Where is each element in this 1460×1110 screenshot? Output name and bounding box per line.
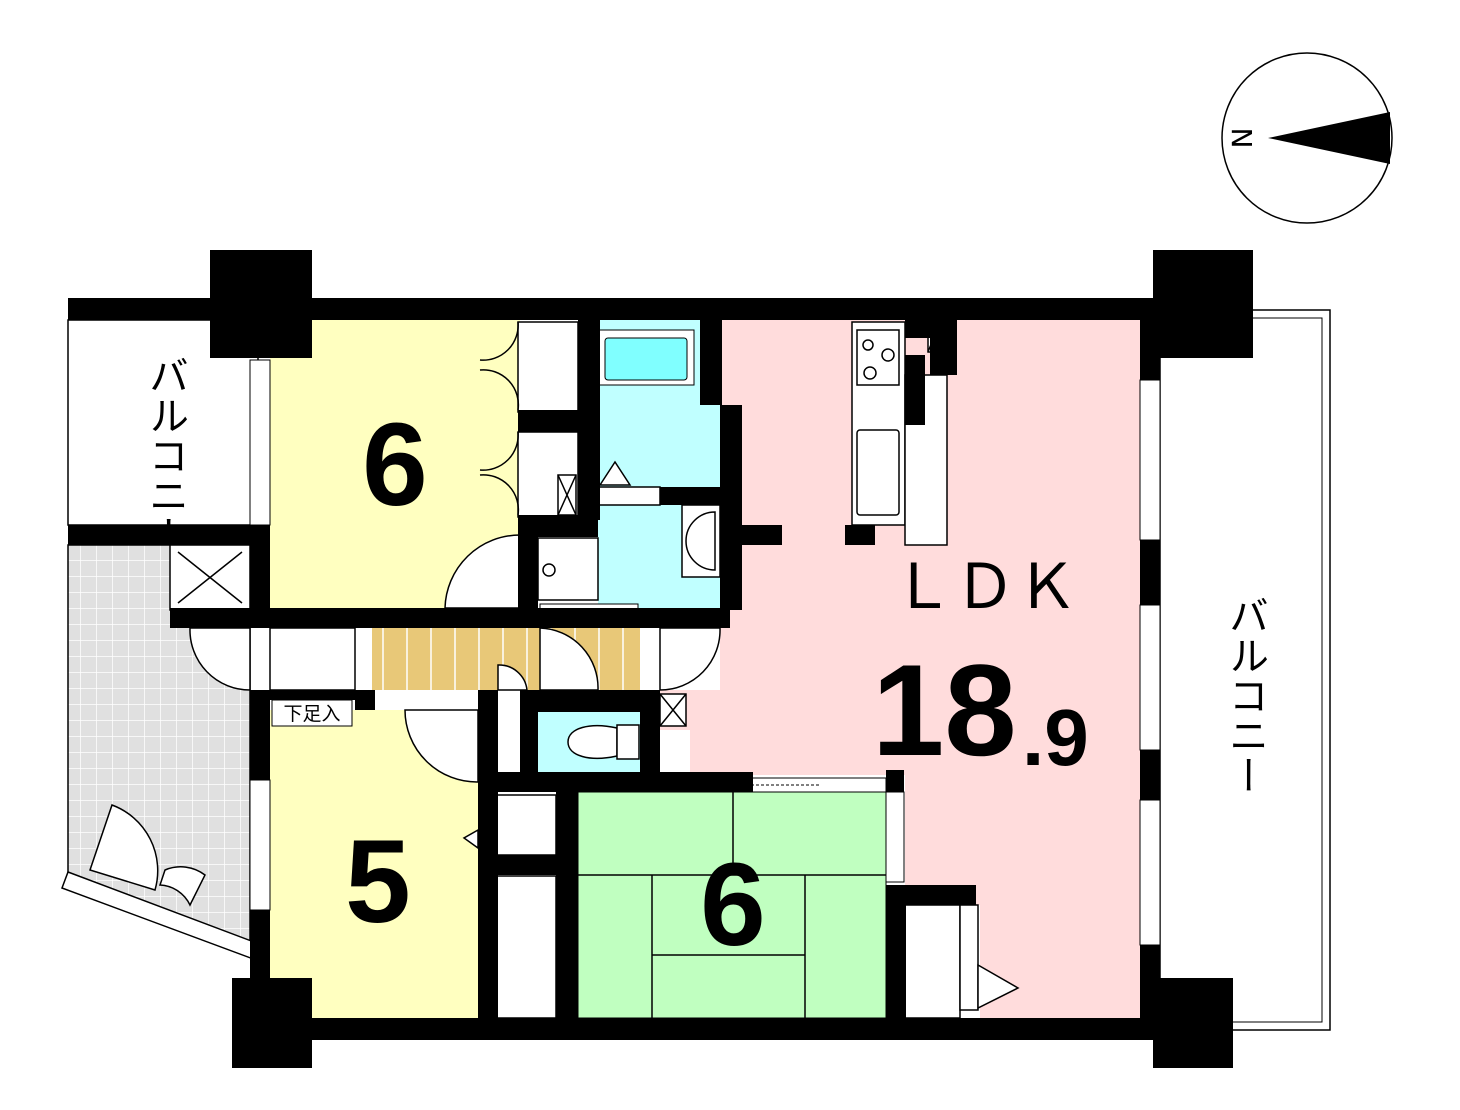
door[interactable] [497,664,528,691]
ldk-room [660,320,1140,1018]
ldk-size-decimal: .9 [1022,693,1089,782]
japanese-room [577,791,887,1019]
closet[interactable] [495,794,557,856]
sink-icon [856,429,900,516]
ldk-label: ＬＤＫ [892,550,1078,623]
washer-pan [537,537,599,601]
gate-door[interactable] [89,804,159,891]
shoe-storage-label: 下足入 [283,703,340,725]
door[interactable] [659,627,721,691]
bathtub [604,337,688,381]
front-door[interactable] [189,627,251,691]
entrance [269,627,356,691]
japanese-room-size: 6 [700,839,766,971]
compass-needle-icon [1268,112,1390,164]
door[interactable] [444,534,521,609]
door[interactable] [404,709,479,783]
western-room-2-size: 5 [345,816,411,948]
balcony-right-label: バルコニー [1222,595,1268,795]
door[interactable] [539,627,599,691]
closet[interactable] [904,904,961,1019]
compass: N [1221,52,1393,224]
closet[interactable] [517,321,579,413]
walls [68,250,1253,1068]
toilet-icon [567,724,618,760]
western-room-1-size: 6 [362,399,428,531]
ldk-size-integer: 18 [872,637,1017,783]
compass-north-label: N [1225,128,1258,149]
balcony-left-label: バルコニー [142,355,188,555]
balcony-right [1159,309,1331,1031]
closet[interactable] [495,875,557,1019]
